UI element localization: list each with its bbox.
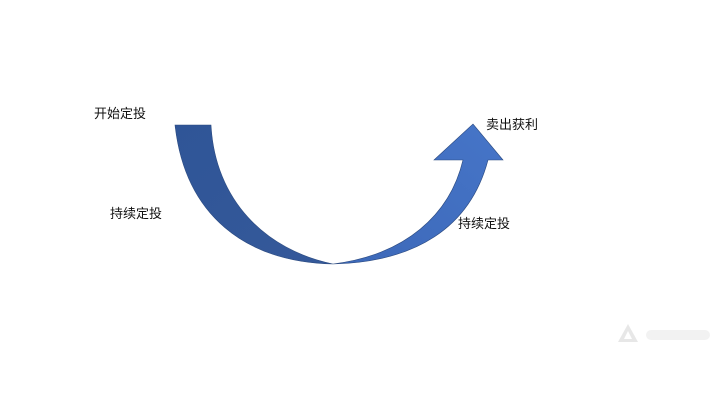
label-start-investing: 开始定投 bbox=[94, 107, 147, 122]
appgo-logo-icon bbox=[618, 324, 710, 342]
label-keep-investing-right: 持续定投 bbox=[458, 217, 511, 232]
descending-arrow-arm bbox=[174, 124, 334, 265]
label-sell-for-profit: 卖出获利 bbox=[486, 118, 539, 133]
label-keep-investing-left: 持续定投 bbox=[110, 207, 163, 222]
ascending-arrow-arm bbox=[332, 123, 504, 265]
